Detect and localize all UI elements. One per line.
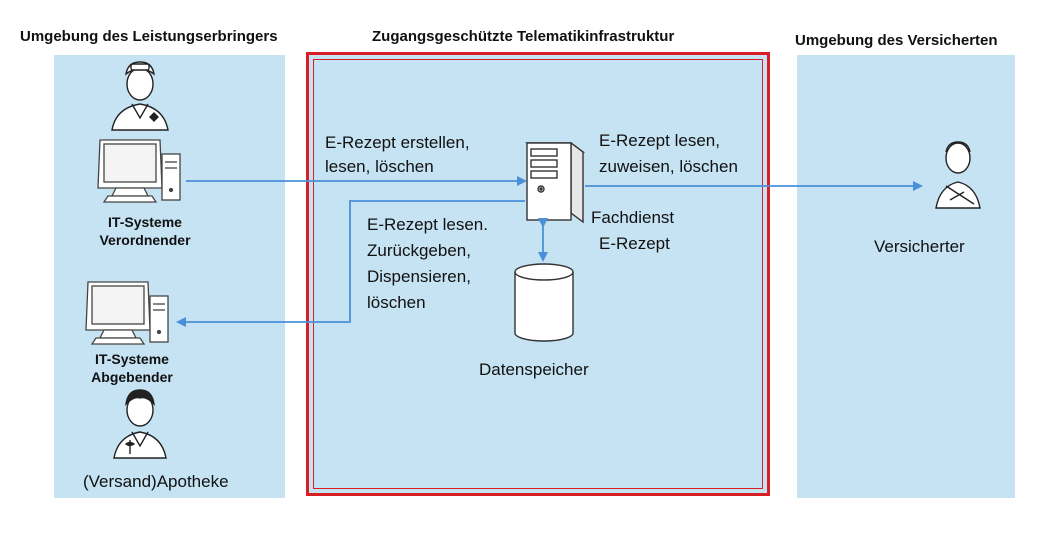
dispenser-computer-icon: [85, 281, 169, 345]
dispense-text-line-2: Zurückgeben,: [367, 241, 471, 260]
insured-person-icon: [935, 141, 981, 209]
service-label: Fachdienst E-Rezept: [591, 205, 674, 257]
dispense-text-line-3: Dispensieren,: [367, 267, 471, 286]
pharmacist-icon: [113, 389, 167, 459]
provider-zone: [54, 55, 285, 498]
prescriber-label-line-2: Verordnender: [99, 232, 191, 248]
dispenser-label-line-2: Abgebender: [91, 369, 173, 385]
dispenser-label-line-1: IT-Systeme: [95, 351, 169, 367]
dispense-text-line-1: E-Rezept lesen.: [367, 215, 488, 234]
database-icon: [514, 263, 574, 342]
prescriber-label-line-1: IT-Systeme: [108, 214, 182, 230]
dispense-text-line-4: löschen: [367, 293, 426, 312]
insured-action-line-2: zuweisen, löschen: [599, 157, 738, 176]
storage-label: Datenspeicher: [479, 360, 589, 379]
insured-action-line-1: E-Rezept lesen,: [599, 131, 720, 150]
service-label-line-1: Fachdienst: [591, 208, 675, 227]
dispense-text: E-Rezept lesen. Zurückgeben, Dispensiere…: [367, 212, 488, 316]
flow-arrows: [176, 176, 923, 327]
server-icon: [524, 141, 586, 224]
insured-action-text: E-Rezept lesen, zuweisen, löschen: [599, 128, 738, 180]
arrow-service-to-dispenser: [176, 200, 525, 327]
telematics-zone-border: [306, 52, 770, 496]
prescriber-label: IT-Systeme Verordnender: [70, 213, 220, 249]
header-insured: Umgebung des Versicherten: [795, 32, 998, 49]
header-provider: Umgebung des Leistungserbringers: [20, 28, 278, 45]
pharmacy-label: (Versand)Apotheke: [83, 472, 229, 491]
create-text-line-2: lesen, löschen: [325, 157, 434, 176]
doctor-icon: [111, 61, 169, 131]
insured-label: Versicherter: [874, 237, 965, 256]
prescriber-computer-icon: [97, 139, 181, 203]
insured-zone: [797, 55, 1015, 498]
create-text-line-1: E-Rezept erstellen,: [325, 133, 470, 152]
service-label-line-2: E-Rezept: [599, 234, 670, 253]
create-read-delete-text: E-Rezept erstellen, lesen, löschen: [325, 131, 470, 179]
dispenser-label: IT-Systeme Abgebender: [57, 350, 207, 386]
header-telematics: Zugangsgeschützte Telematikinfrastruktur: [372, 28, 675, 45]
